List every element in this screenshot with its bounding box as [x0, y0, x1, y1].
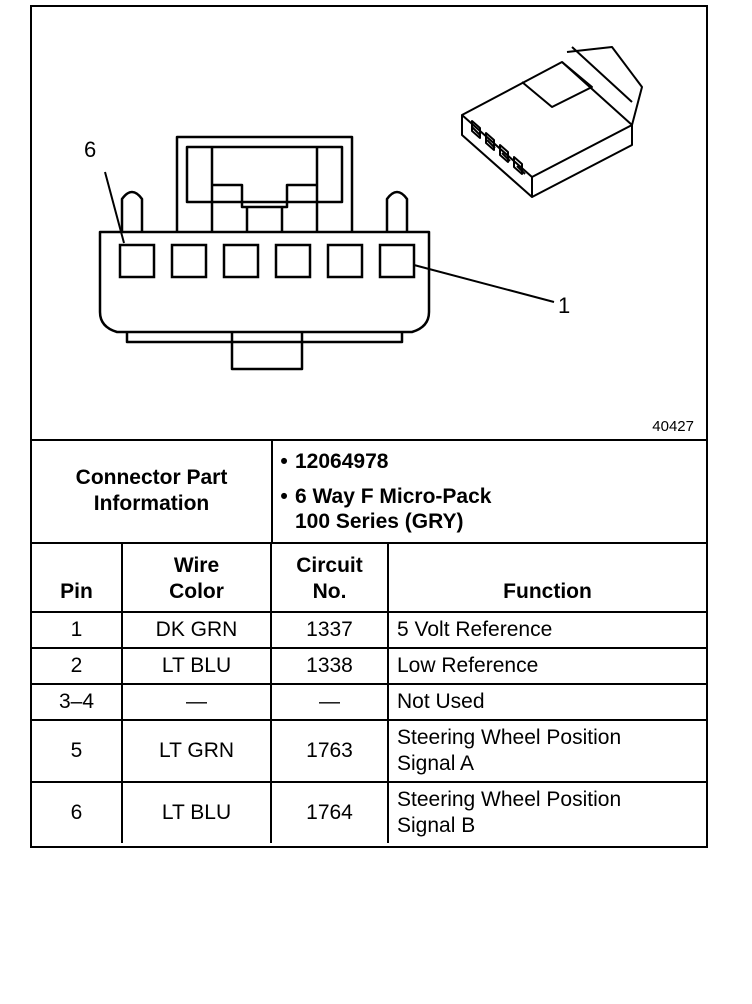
cell-circuit: 1337: [270, 611, 389, 649]
connector-body: [98, 230, 431, 334]
cell-wire-color: LT BLU: [121, 781, 272, 843]
part-description: 6 Way F Micro-Pack 100 Series (GRY): [295, 485, 492, 533]
cell-function: Not Used: [387, 683, 706, 721]
cell-circuit: —: [270, 683, 389, 721]
pin-label-6: 6: [84, 137, 97, 162]
cell-function: Low Reference: [387, 647, 706, 685]
cell-wire-color: DK GRN: [121, 611, 272, 649]
cell-pin: 2: [32, 647, 123, 685]
part-info-item: • 12064978: [273, 449, 693, 474]
cell-function: 5 Volt Reference: [387, 611, 706, 649]
leader-pin-6: [104, 171, 125, 244]
bullet-mark: •: [280, 450, 288, 473]
connector-drawing: [98, 46, 643, 371]
right-latch: [385, 190, 409, 232]
cell-circuit: 1764: [270, 781, 389, 843]
pin-cavity-5: [170, 243, 208, 279]
part-info-row: Connector Part Information • 12064978 • …: [32, 439, 706, 544]
pin-label-1: 1: [558, 293, 571, 318]
cell-wire-color: LT GRN: [121, 719, 272, 783]
cell-pin: 6: [32, 781, 123, 843]
header-function: Function: [387, 542, 706, 613]
cell-circuit: 1338: [270, 647, 389, 685]
part-info-label: Connector Part Information: [32, 439, 273, 542]
connector-diagram: 6 1 40427: [32, 7, 706, 441]
lock-housing: [175, 135, 354, 232]
pin-cavity-3: [274, 243, 312, 279]
header-circuit: Circuit No.: [270, 542, 389, 613]
cell-pin: 3–4: [32, 683, 123, 721]
pinout-table: Pin Wire Color Circuit No. Function 1 DK…: [32, 542, 706, 843]
cell-function: Steering Wheel Position Signal B: [387, 781, 706, 843]
cell-pin: 1: [32, 611, 123, 649]
table-row: 3–4 — — Not Used: [32, 683, 706, 721]
table-row: 2 LT BLU 1338 Low Reference: [32, 647, 706, 685]
connector-iso-view: [461, 46, 643, 198]
cell-wire-color: LT BLU: [121, 647, 272, 685]
table-row: 6 LT BLU 1764 Steering Wheel Position Si…: [32, 781, 706, 843]
leader-pin-1: [413, 264, 555, 303]
table-row: 1 DK GRN 1337 5 Volt Reference: [32, 611, 706, 649]
cell-circuit: 1763: [270, 719, 389, 783]
pin-cavity-2: [326, 243, 364, 279]
table-header-row: Pin Wire Color Circuit No. Function: [32, 542, 706, 613]
bottom-tab: [230, 332, 304, 371]
pin-cavity-1: [378, 243, 416, 279]
connector-sheet: 6 1 40427 Connector Part Information • 1…: [30, 5, 708, 848]
pin-cavity-6: [118, 243, 156, 279]
bullet-mark: •: [280, 485, 288, 508]
header-wire-color: Wire Color: [121, 542, 272, 613]
cell-pin: 5: [32, 719, 123, 783]
part-number: 12064978: [295, 450, 389, 473]
figure-number: 40427: [652, 418, 694, 435]
cell-function: Steering Wheel Position Signal A: [387, 719, 706, 783]
part-info-item: • 6 Way F Micro-Pack 100 Series (GRY): [273, 484, 693, 534]
part-info-list: • 12064978 • 6 Way F Micro-Pack 100 Seri…: [273, 449, 693, 544]
pin-cavity-4: [222, 243, 260, 279]
table-row: 5 LT GRN 1763 Steering Wheel Position Si…: [32, 719, 706, 783]
header-pin: Pin: [32, 542, 123, 613]
left-latch: [120, 190, 144, 232]
cell-wire-color: —: [121, 683, 272, 721]
